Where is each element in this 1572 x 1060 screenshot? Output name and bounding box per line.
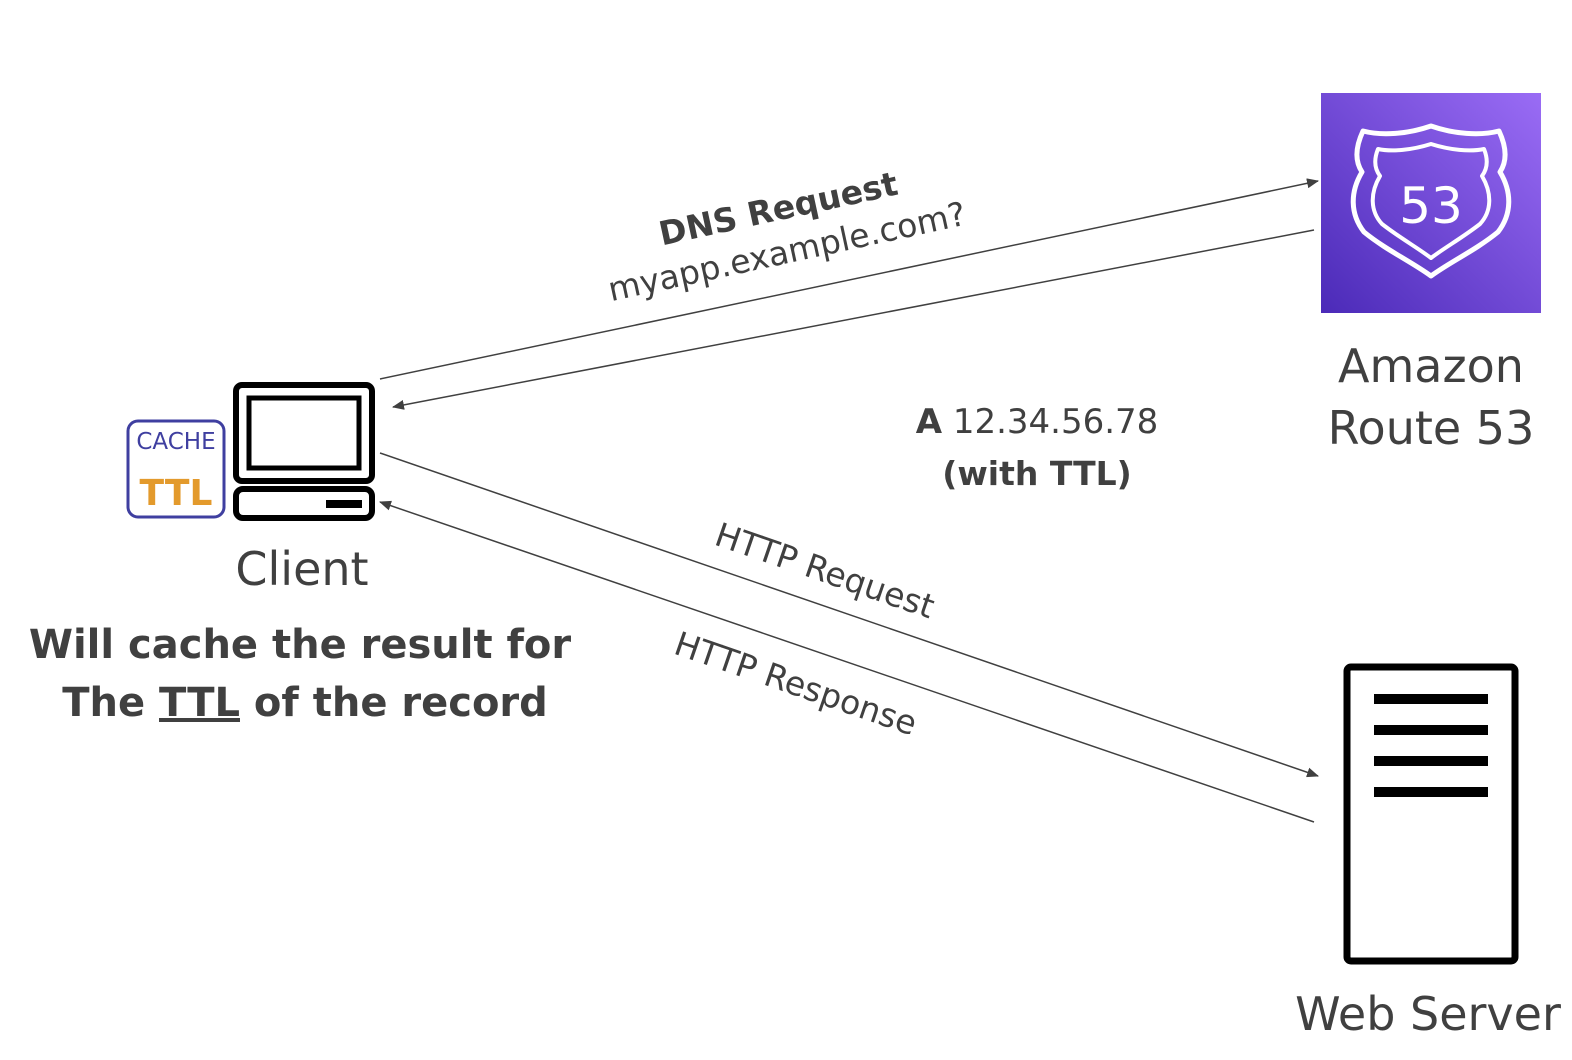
server-icon <box>1343 663 1519 965</box>
cache-note-suffix: of the record <box>240 680 548 726</box>
dns-request-arrow <box>379 178 1319 380</box>
cache-note-ttl: TTL <box>159 680 240 726</box>
route53-label-line2: Route 53 <box>1328 401 1535 455</box>
cache-badge-label: CACHE <box>136 429 215 455</box>
dns-response-label: A 12.34.56.78 <box>916 402 1159 442</box>
dns-response-record-type: A <box>916 402 943 442</box>
cache-note-line1: Will cache the result for <box>29 622 572 668</box>
dns-response-ip: 12.34.56.78 <box>942 402 1158 442</box>
route53-label-line1: Amazon <box>1338 339 1524 393</box>
computer-icon <box>233 382 375 521</box>
web-server-node: Web Server <box>1295 663 1561 1041</box>
cache-note-prefix: The <box>62 680 159 726</box>
http-request-label: HTTP Request <box>710 515 939 626</box>
http-request-arrow <box>379 452 1319 778</box>
cache-badge-ttl: TTL <box>140 473 213 514</box>
cache-badge: CACHE TTL <box>126 419 226 519</box>
http-response-label: HTTP Response <box>670 624 922 743</box>
dns-response-ttl-label: (with TTL) <box>942 454 1132 493</box>
dns-response-arrow <box>392 229 1315 410</box>
route53-node: 53 Amazon Route 53 <box>1321 93 1541 455</box>
web-server-label: Web Server <box>1295 987 1561 1041</box>
client-label: Client <box>235 542 368 596</box>
client-node: CACHE TTL Client <box>126 382 375 596</box>
route53-icon-text: 53 <box>1399 177 1463 235</box>
cache-note-line2: The TTL of the record <box>62 680 548 726</box>
http-response-arrow <box>379 500 1315 823</box>
route53-shield-icon: 53 <box>1350 123 1512 279</box>
